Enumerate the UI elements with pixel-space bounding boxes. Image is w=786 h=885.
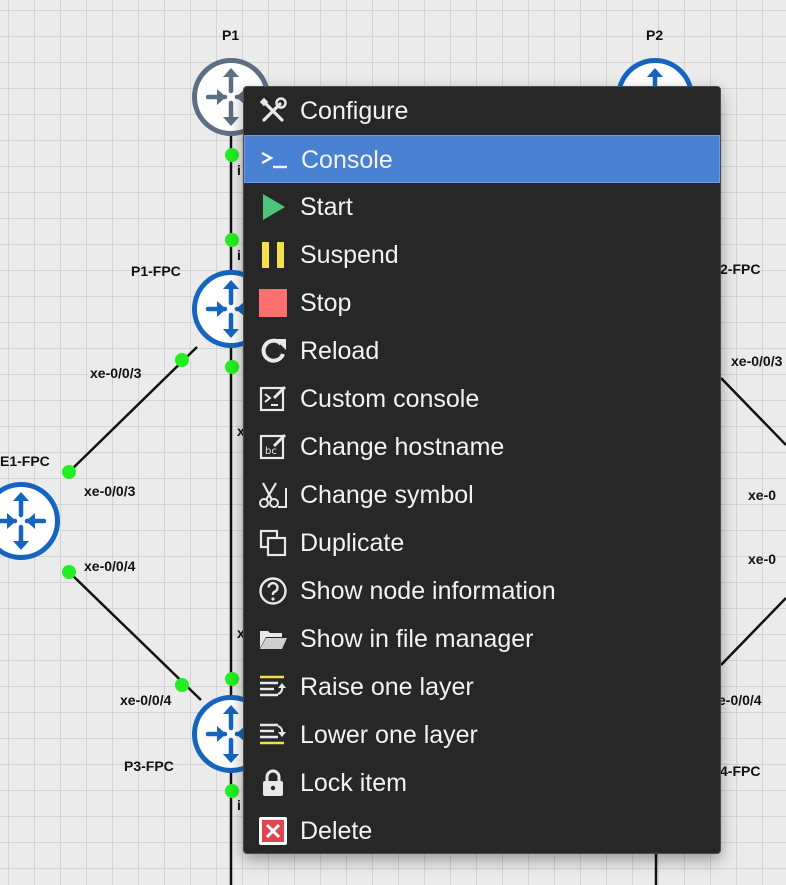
port-dot[interactable] [225, 672, 239, 686]
menu-item-label: Duplicate [300, 529, 405, 557]
question-circle-icon [259, 577, 287, 605]
port-dot[interactable] [62, 565, 76, 579]
menu-item-configure[interactable]: Configure [244, 87, 720, 135]
menu-item-label: Console [301, 146, 393, 174]
menu-item-stop[interactable]: Stop [244, 279, 720, 327]
router-arrows-icon [0, 492, 47, 550]
menu-item-delete[interactable]: Delete [244, 807, 720, 855]
port-dot[interactable] [225, 360, 239, 374]
menu-item-label: Show in file manager [300, 625, 534, 653]
port-dot[interactable] [175, 353, 189, 367]
menu-item-show-node-information[interactable]: Show node information [244, 567, 720, 615]
link [68, 346, 198, 473]
port-dot[interactable] [225, 233, 239, 247]
port-dot[interactable] [225, 784, 239, 798]
duplicate-icon [259, 529, 287, 557]
menu-item-label: Raise one layer [300, 673, 474, 701]
interface-label: xe-0/0/3 [90, 365, 142, 381]
interface-label: i [237, 162, 241, 178]
menu-item-show-in-file-manager[interactable]: Show in file manager [244, 615, 720, 663]
menu-item-console[interactable]: Console [244, 135, 720, 183]
change-symbol-icon [259, 482, 287, 508]
port-dot[interactable] [62, 465, 76, 479]
interface-label: xe-0/0/3 [731, 353, 783, 369]
menu-item-label: Reload [300, 337, 380, 365]
menu-item-change-symbol[interactable]: Change symbol [244, 471, 720, 519]
menu-item-label: Change symbol [300, 481, 474, 509]
delete-x-icon [259, 817, 287, 845]
node-label-p2-fpc: 2-FPC [720, 261, 761, 277]
raise-layer-icon [260, 675, 286, 697]
menu-item-label: Delete [300, 817, 373, 845]
svg-text:bc: bc [265, 446, 277, 457]
menu-item-start[interactable]: Start [244, 183, 720, 231]
port-dot[interactable] [225, 148, 239, 162]
open-folder-icon [260, 631, 287, 649]
terminal-prompt-icon [261, 151, 287, 169]
interface-label: xe-0/0/3 [84, 483, 136, 499]
node-label-p2: P2 [646, 27, 664, 43]
play-triangle-icon [263, 194, 285, 220]
reload-arrow-icon [261, 338, 286, 363]
interface-label: e-0/0/4 [718, 692, 762, 708]
menu-item-label: Configure [300, 97, 409, 125]
node-label-pe1-fpc: E1-FPC [0, 453, 50, 469]
node-label-p1-fpc: P1-FPC [131, 263, 181, 279]
menu-item-label: Show node information [300, 577, 556, 605]
padlock-icon [263, 769, 283, 796]
menu-item-label: Suspend [300, 241, 399, 269]
interface-label: x [237, 625, 245, 641]
menu-item-custom-console[interactable]: Custom console [244, 375, 720, 423]
menu-item-label: Lower one layer [300, 721, 478, 749]
stop-square-icon [259, 289, 287, 317]
port-dot[interactable] [175, 678, 189, 692]
interface-label: xe-0 [748, 487, 777, 503]
interface-label: i [237, 797, 241, 813]
context-menu: Configure Console Start Suspend Stop Re [243, 86, 721, 854]
menu-item-reload[interactable]: Reload [244, 327, 720, 375]
menu-item-label: Custom console [300, 385, 480, 413]
interface-label: i [237, 247, 241, 263]
menu-item-change-hostname[interactable]: bc Change hostname [244, 423, 720, 471]
menu-item-raise-one-layer[interactable]: Raise one layer [244, 663, 720, 711]
link [720, 597, 786, 666]
menu-item-label: Stop [300, 289, 352, 317]
router-node-pe1-fpc[interactable] [0, 482, 60, 560]
interface-label: x [237, 423, 245, 439]
menu-item-suspend[interactable]: Suspend [244, 231, 720, 279]
node-label-p1: P1 [222, 27, 240, 43]
menu-item-lock-item[interactable]: Lock item [244, 759, 720, 807]
interface-label: xe-0 [748, 551, 777, 567]
pause-bars-icon [262, 242, 284, 268]
menu-item-label: Change hostname [300, 433, 505, 461]
interface-label: xe-0/0/4 [120, 692, 172, 708]
interface-label: xe-0/0/4 [84, 558, 136, 574]
link [720, 377, 786, 446]
menu-item-duplicate[interactable]: Duplicate [244, 519, 720, 567]
wrench-screwdriver-icon [259, 97, 287, 122]
node-label-p3-fpc: P3-FPC [124, 758, 174, 774]
change-hostname-icon: bc [259, 433, 287, 460]
menu-item-label: Lock item [300, 769, 407, 797]
menu-item-label: Start [300, 193, 353, 221]
lower-layer-icon [260, 723, 286, 745]
menu-item-lower-one-layer[interactable]: Lower one layer [244, 711, 720, 759]
custom-console-icon [259, 385, 287, 412]
node-label-p4-fpc: 4-FPC [720, 763, 761, 779]
